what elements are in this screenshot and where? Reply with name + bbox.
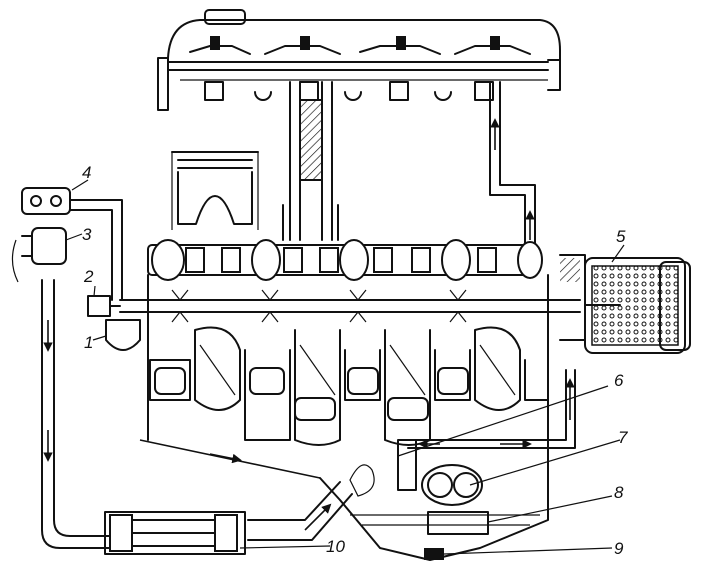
callout-6: 6 (614, 371, 624, 390)
callout-7: 7 (618, 428, 628, 447)
oil-pump (397, 439, 483, 506)
camshaft (147, 239, 543, 281)
drain-plug (424, 548, 444, 560)
callout-1: 1 (84, 333, 93, 352)
oil-strainer (427, 511, 489, 535)
main-oil-gallery (119, 289, 581, 323)
oil-cooler (104, 511, 246, 555)
callout-5: 5 (616, 227, 626, 246)
pressure-sensor (21, 187, 71, 215)
pushrods (282, 81, 339, 241)
rocker-shaft (167, 61, 549, 81)
callout-2: 2 (83, 267, 94, 286)
oil-pan (147, 409, 549, 561)
piston (171, 151, 259, 230)
pressure-switch (87, 295, 121, 317)
sender-line (69, 199, 123, 301)
callout-labels: 1 2 3 4 5 6 7 8 9 10 (82, 163, 628, 558)
callout-leaders (65, 179, 625, 555)
temperature-sensor (105, 319, 141, 351)
valve-cover (157, 9, 561, 111)
callout-3: 3 (82, 225, 92, 244)
callout-10: 10 (326, 537, 345, 556)
callout-9: 9 (614, 539, 624, 558)
oil-filter (584, 257, 691, 354)
rocker-arms (189, 36, 531, 101)
callout-4: 4 (82, 163, 91, 182)
oil-return-arrows (139, 439, 375, 497)
oil-valve (11, 227, 67, 283)
crankshaft (149, 326, 549, 446)
pump-delivery-line (407, 369, 576, 449)
callout-8: 8 (614, 483, 624, 502)
head-oil-riser (489, 81, 536, 246)
oil-cooler-line (41, 279, 353, 549)
